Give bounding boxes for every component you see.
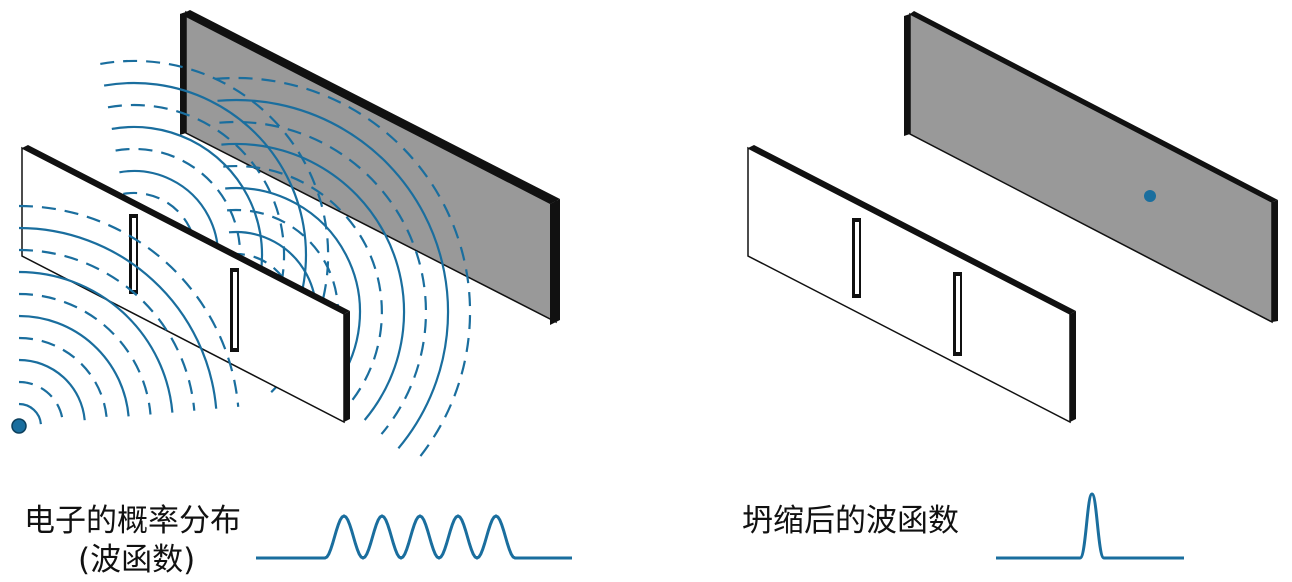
caption-collapsed-wave-function: 坍缩后的波函数 (742, 503, 959, 539)
right-panel (747, 11, 1278, 424)
right-detector-screen (904, 11, 1278, 324)
caption-probability-distribution: 电子的概率分布 (24, 503, 241, 539)
slit2-wave-arc-6 (223, 164, 383, 407)
wave-packet-curve (256, 514, 572, 560)
source-wave-arc-6 (18, 292, 152, 415)
left-detector-screen (180, 10, 560, 325)
detected-electron-dot (1144, 190, 1156, 202)
caption-wave-function: (波函数) (78, 542, 196, 578)
electron-source-dot (11, 418, 27, 434)
slit2-wave-arc-7 (221, 142, 406, 421)
source-wave-arc-5 (18, 314, 130, 417)
right-slit-barrier (747, 145, 1076, 424)
source-wave-arc-8 (18, 248, 196, 411)
slit1-wave-arc-2 (123, 191, 197, 300)
left-panel (11, 10, 560, 464)
source-wave-arc-2 (18, 380, 64, 423)
slit2-wave-arc-4 (227, 208, 340, 379)
source-wave-arc-10 (18, 204, 240, 407)
source-wave-arc-3 (18, 358, 86, 421)
source-wave-arc-1 (18, 402, 42, 425)
slit2-wave-arc-8 (219, 120, 427, 435)
slit2-wave-arc-10 (215, 76, 472, 464)
slit2-wave-arc-9 (217, 98, 450, 450)
slit2-wave-arc-5 (225, 186, 362, 393)
left-source-waves (18, 204, 240, 425)
collapsed-spike-curve (996, 492, 1184, 560)
source-wave-arc-9 (18, 226, 218, 409)
source-wave-arc-7 (18, 270, 174, 413)
left-slit-barrier (21, 145, 350, 424)
